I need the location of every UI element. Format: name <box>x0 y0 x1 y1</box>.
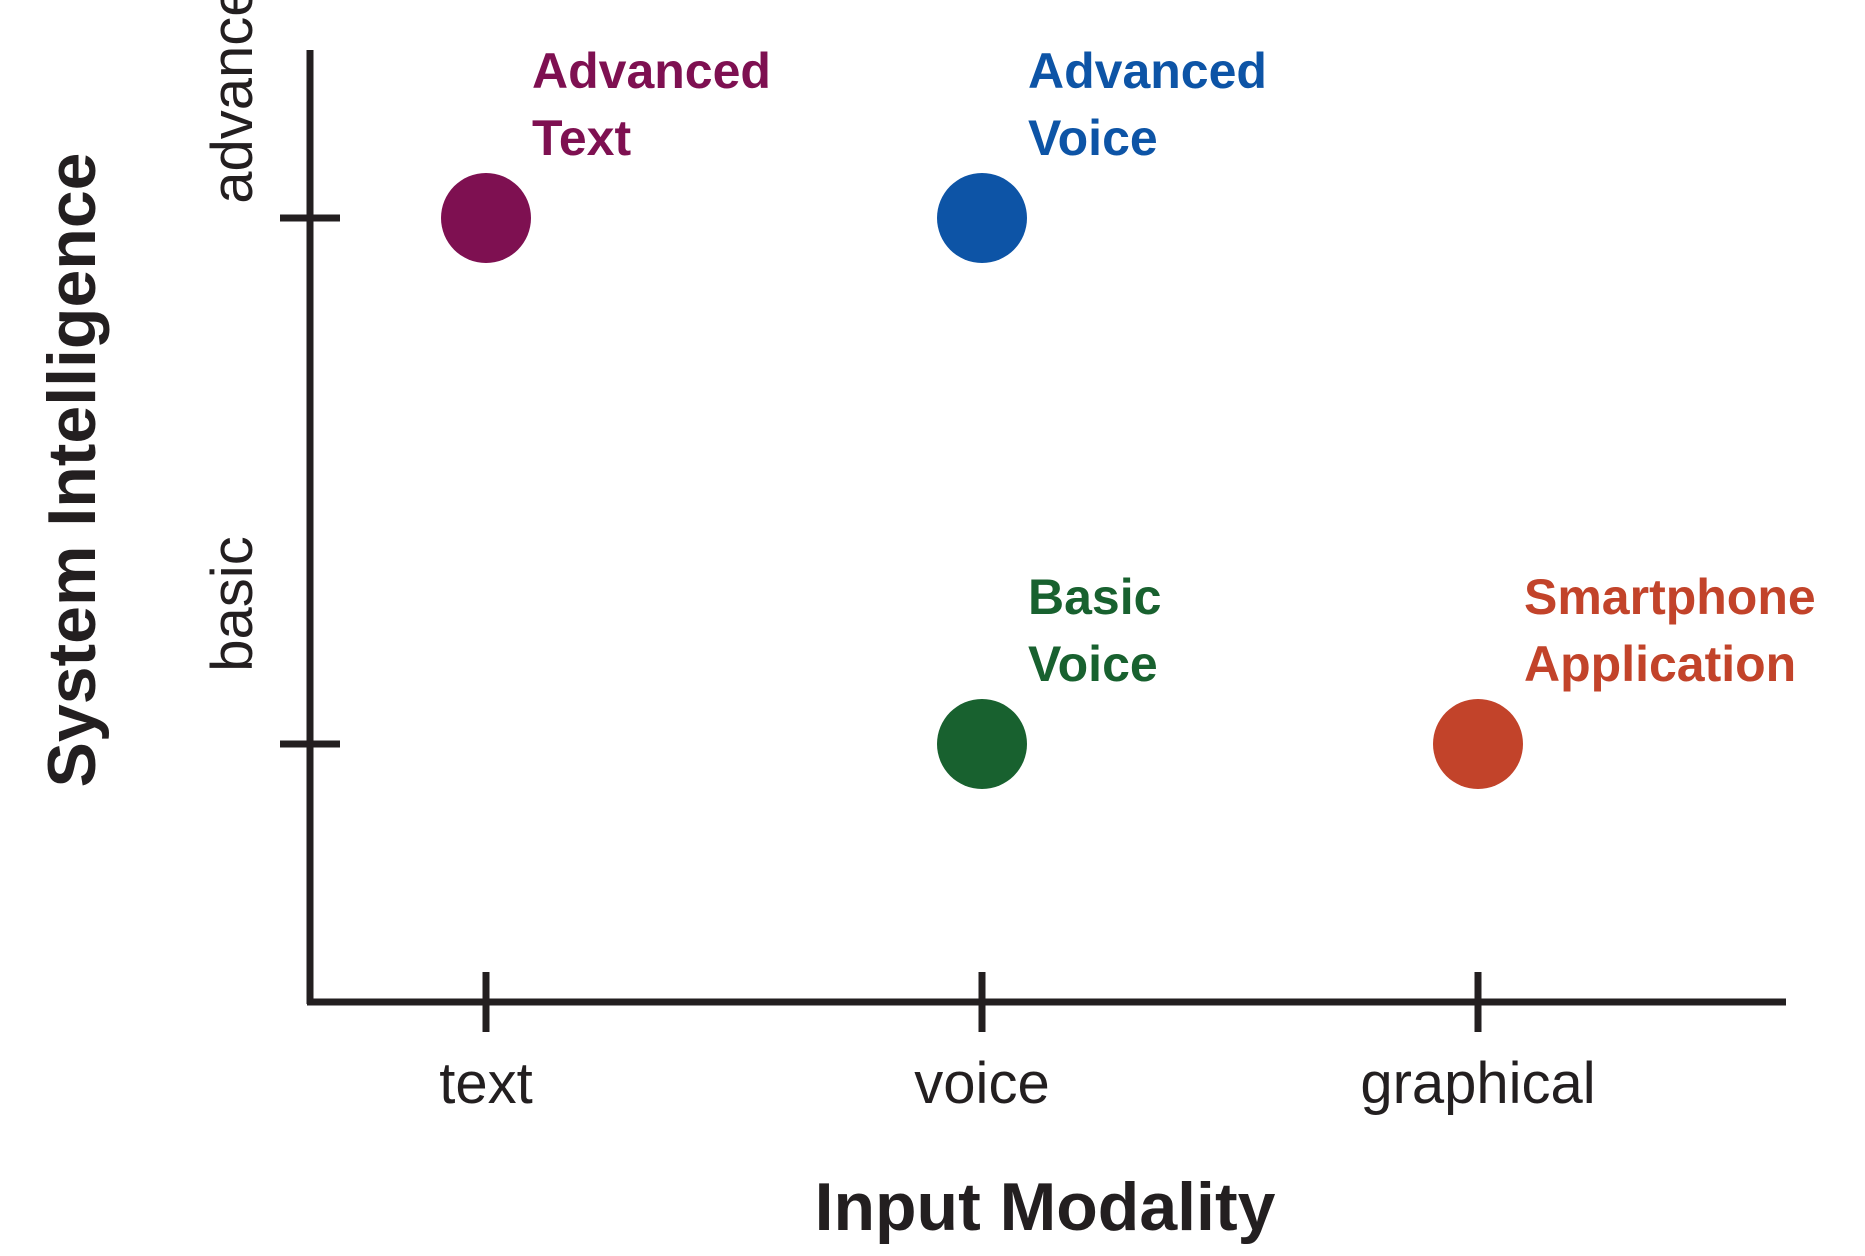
data-point-label-2-line-0: Basic <box>1028 569 1161 625</box>
data-point-1 <box>937 173 1027 263</box>
data-point-3 <box>1433 699 1523 789</box>
ticks <box>280 214 1482 1032</box>
y-tick-label-basic: basic <box>200 536 265 671</box>
data-point-label-2-line-1: Voice <box>1028 636 1158 692</box>
data-point-label-3-line-1: Application <box>1524 636 1796 692</box>
axes <box>306 50 1786 1006</box>
data-point-label-0-line-1: Text <box>532 110 631 166</box>
y-axis-title: System Intelligence <box>34 153 110 788</box>
x-tick-label-graphical: graphical <box>1360 1051 1595 1116</box>
y-tick-label-advanced: advanced <box>200 0 265 204</box>
data-point-label-3-line-0: Smartphone <box>1524 569 1816 625</box>
tick-labels: text voice graphical basic advanced <box>200 0 1596 1116</box>
points <box>441 173 1523 789</box>
x-tick-label-voice: voice <box>914 1051 1049 1116</box>
data-point-label-0-line-0: Advanced <box>532 43 771 99</box>
x-axis-title: Input Modality <box>815 1169 1276 1245</box>
data-point-2 <box>937 699 1027 789</box>
data-point-label-1-line-1: Voice <box>1028 110 1158 166</box>
data-point-label-1-line-0: Advanced <box>1028 43 1267 99</box>
x-tick-label-text: text <box>439 1051 533 1116</box>
data-point-0 <box>441 173 531 263</box>
point-labels: AdvancedTextAdvancedVoiceBasicVoiceSmart… <box>532 43 1816 692</box>
